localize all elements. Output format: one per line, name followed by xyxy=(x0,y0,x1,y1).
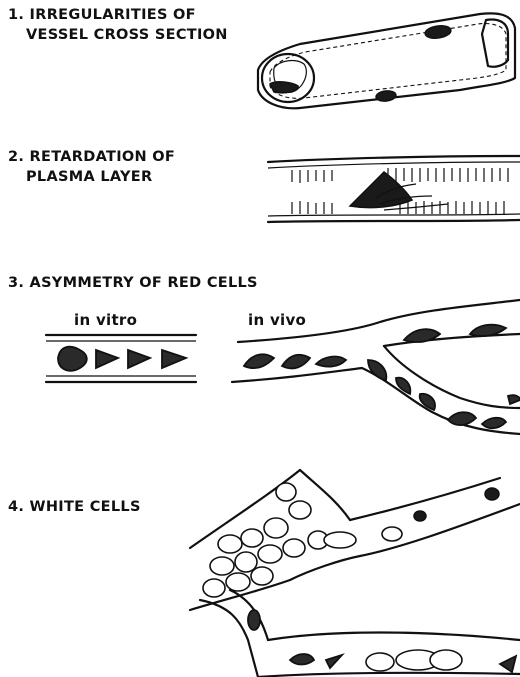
in-vitro-tube-drawing xyxy=(46,335,196,382)
in-vivo-vessel-drawing xyxy=(232,300,520,434)
irregular-vessel-drawing xyxy=(258,13,515,108)
plasma-layer-drawing xyxy=(268,156,520,222)
white-cells-drawing xyxy=(190,470,520,677)
